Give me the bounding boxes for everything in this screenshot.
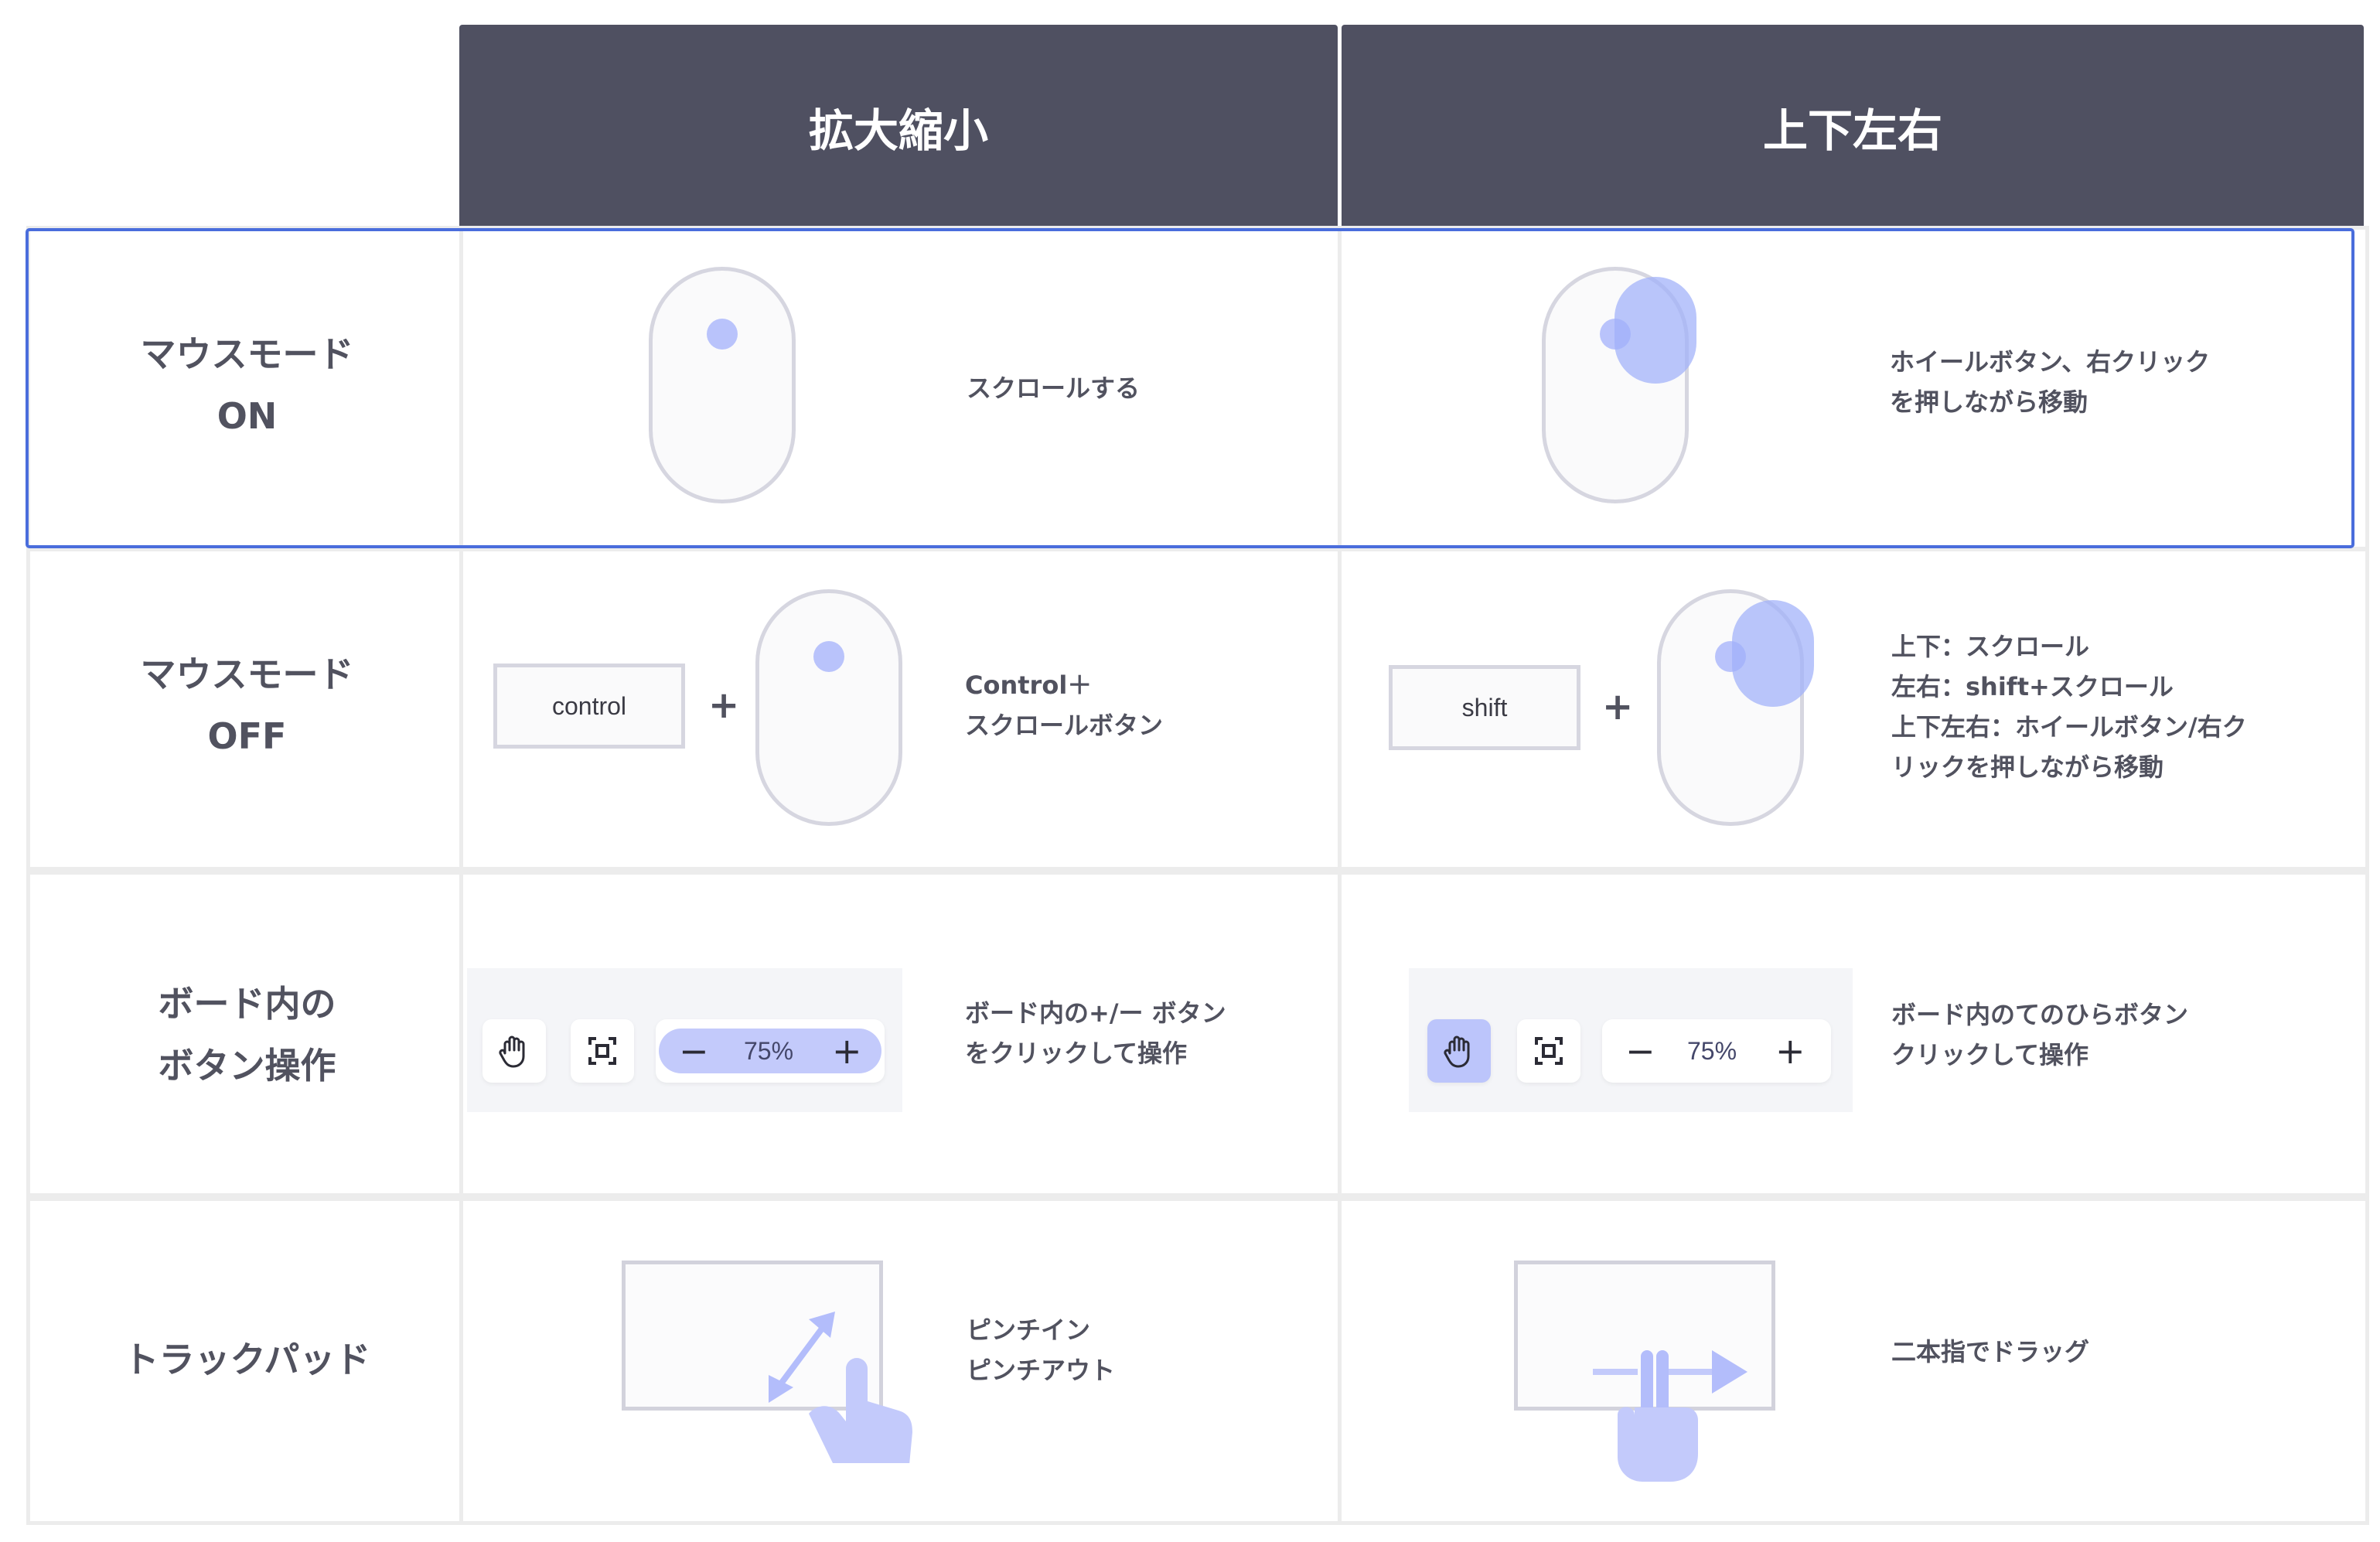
pan-description-line1: 上下：スクロール <box>1891 632 2090 661</box>
column-header-pan: 上下左右 <box>1342 25 2364 229</box>
fit-screen-button[interactable] <box>571 1019 634 1083</box>
selected-row-highlight <box>26 228 2354 548</box>
fit-screen-icon <box>1535 1037 1563 1065</box>
board-toolbar: − 75% + <box>467 968 902 1112</box>
row-label-board-buttons: ボード内の ボタン操作 <box>26 973 468 1097</box>
right-click-highlight <box>1732 600 1814 707</box>
pan-description: ホイールボタン、右クリック を押しながら移動 <box>1890 342 2210 422</box>
column-header-pan-label: 上下左右 <box>1762 104 1942 157</box>
row-label-line2: ON <box>217 395 278 437</box>
scroll-wheel-dot <box>813 641 844 672</box>
pan-description-line2: 左右：shift+スクロール <box>1891 672 2174 701</box>
zoom-control: − 75% + <box>656 1019 885 1083</box>
hand-icon <box>499 1035 525 1068</box>
row-label-line1: ボード内の <box>158 983 336 1025</box>
two-finger-drag-icon <box>1593 1350 1747 1482</box>
zoom-description-line1: Control＋ <box>965 670 1093 700</box>
pan-description-line4: リックを押しながら移動 <box>1891 752 2164 782</box>
zoom-description: ボード内の+/ー ボタン をクリックして操作 <box>965 993 1226 1073</box>
column-divider-1 <box>459 226 463 1525</box>
zoom-in-button[interactable]: + <box>832 1030 862 1072</box>
row-board-buttons[interactable] <box>26 871 2369 1197</box>
zoom-control-highlight <box>659 1029 881 1073</box>
control-key-label: control <box>551 691 627 720</box>
pan-description-line2: を押しながら移動 <box>1890 387 2088 417</box>
pan-description: 二本指でドラッグ <box>1891 1337 2090 1366</box>
plus-sign: + <box>708 684 740 727</box>
zoom-description-line1: ピンチイン <box>967 1315 1091 1345</box>
pan-description: 上下：スクロール 左右：shift+スクロール 上下左右：ホイールボタン/右ク … <box>1891 626 2247 787</box>
row-label-line1: マウスモード <box>140 333 354 375</box>
zoom-percent: 75% <box>1687 1037 1737 1065</box>
column-header-zoom-label: 拡大縮小 <box>808 104 988 157</box>
fit-screen-icon <box>588 1037 616 1065</box>
zoom-out-button[interactable]: − <box>679 1030 709 1072</box>
pan-description-line3: 上下左右：ホイールボタン/右ク <box>1891 712 2247 742</box>
column-header-zoom: 拡大縮小 <box>459 25 1338 229</box>
hand-tool-button[interactable] <box>482 1019 546 1083</box>
zoom-control: − 75% + <box>1602 1019 1831 1083</box>
row-label-mouse-on: マウスモード ON <box>26 323 468 447</box>
shift-key: shift <box>1389 665 1580 750</box>
pan-description: ボード内のてのひらボタン クリックして操作 <box>1891 994 2188 1075</box>
row-label-line2: OFF <box>207 715 287 757</box>
zoom-description: ピンチイン ピンチアウト <box>967 1310 1115 1390</box>
column-divider-2 <box>1338 226 1342 1525</box>
pinch-arrows-icon <box>769 1312 912 1463</box>
zoom-description-line2: ピンチアウト <box>967 1356 1116 1385</box>
hand-tool-button[interactable] <box>1427 1019 1491 1083</box>
zoom-description: スクロールする <box>967 374 1141 403</box>
board-toolbar: − 75% + <box>1409 968 1853 1112</box>
zoom-description-line1: ボード内の+/ー ボタン <box>965 998 1226 1028</box>
hand-icon <box>1444 1035 1470 1068</box>
fit-screen-button[interactable] <box>1517 1019 1580 1083</box>
right-click-highlight <box>1615 277 1696 384</box>
row-label-line1: マウスモード <box>140 653 354 695</box>
zoom-description: Control＋ スクロールボタン <box>965 665 1163 745</box>
zoom-in-button[interactable]: + <box>1775 1030 1805 1072</box>
shift-key-label: shift <box>1461 693 1508 722</box>
zoom-description-line2: をクリックして操作 <box>965 1039 1188 1068</box>
trackpad-icon <box>622 1261 883 1411</box>
row-trackpad[interactable] <box>26 1197 2369 1525</box>
mouse-icon <box>649 267 796 503</box>
zoom-description-line2: スクロールボタン <box>965 711 1164 740</box>
row-label-line2: ボタン操作 <box>158 1045 336 1087</box>
row-label-mouse-off: マウスモード OFF <box>26 643 468 767</box>
pan-description-line2: クリックして操作 <box>1891 1040 2089 1070</box>
control-key: control <box>493 664 685 749</box>
zoom-out-button[interactable]: − <box>1625 1030 1655 1072</box>
mouse-icon <box>755 589 902 826</box>
pan-description-line1: ホイールボタン、右クリック <box>1890 347 2211 377</box>
row-label-trackpad: トラックパッド <box>123 1339 371 1380</box>
scroll-wheel-dot <box>707 319 738 350</box>
plus-sign: + <box>1602 685 1634 728</box>
zoom-percent: 75% <box>744 1037 794 1065</box>
pan-description-line1: ボード内のてのひらボタン <box>1891 1000 2189 1029</box>
